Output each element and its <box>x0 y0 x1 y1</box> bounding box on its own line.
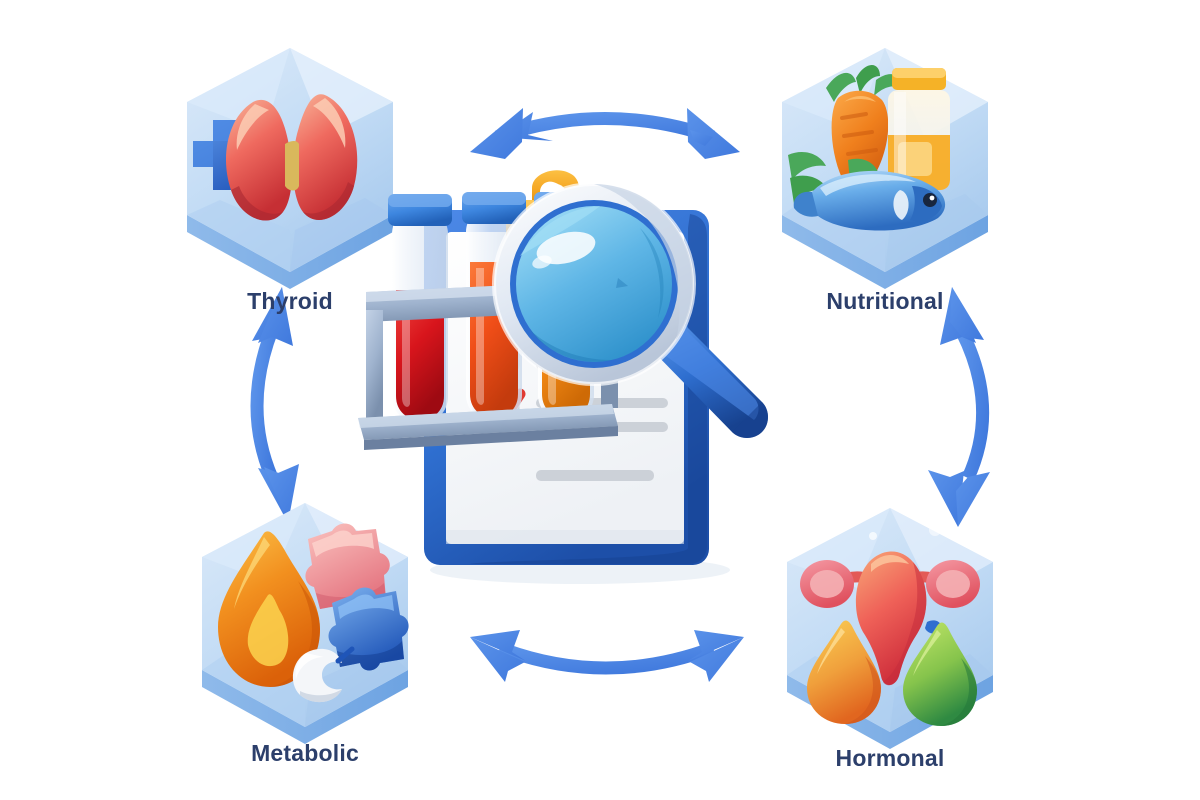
fish-icon <box>793 170 946 231</box>
node-label-thyroid: Thyroid <box>247 288 333 314</box>
hexagon-nutritional <box>760 40 1010 289</box>
orange-hormone-drop-icon <box>807 620 881 724</box>
node-label-nutritional: Nutritional <box>826 288 944 314</box>
magnifying-glass <box>492 182 768 438</box>
lab-test-scene <box>350 170 800 600</box>
node-nutritional[interactable]: Nutritional <box>760 40 1010 340</box>
green-hormone-drop-icon <box>903 622 977 726</box>
thyroid-gland-icon <box>225 94 358 221</box>
supplement-bottle-icon <box>888 68 950 190</box>
arrow-hormonal-metabolic <box>470 630 744 682</box>
uterus-ovaries-icon <box>800 551 980 686</box>
white-molecule-icon <box>292 646 355 703</box>
medical-cross-icon <box>193 120 259 190</box>
arrow-thyroid-nutritional <box>470 108 740 159</box>
node-metabolic[interactable]: Metabolic <box>180 495 430 795</box>
node-hormonal[interactable]: Hormonal <box>765 500 1015 800</box>
hexagon-thyroid <box>165 40 415 289</box>
node-label-hormonal: Hormonal <box>835 745 945 771</box>
node-label-metabolic: Metabolic <box>251 740 359 766</box>
hexagon-metabolic <box>180 495 430 744</box>
node-thyroid[interactable]: Thyroid <box>165 40 415 340</box>
hexagon-hormonal <box>765 500 1015 749</box>
carrot-icon <box>826 65 901 190</box>
